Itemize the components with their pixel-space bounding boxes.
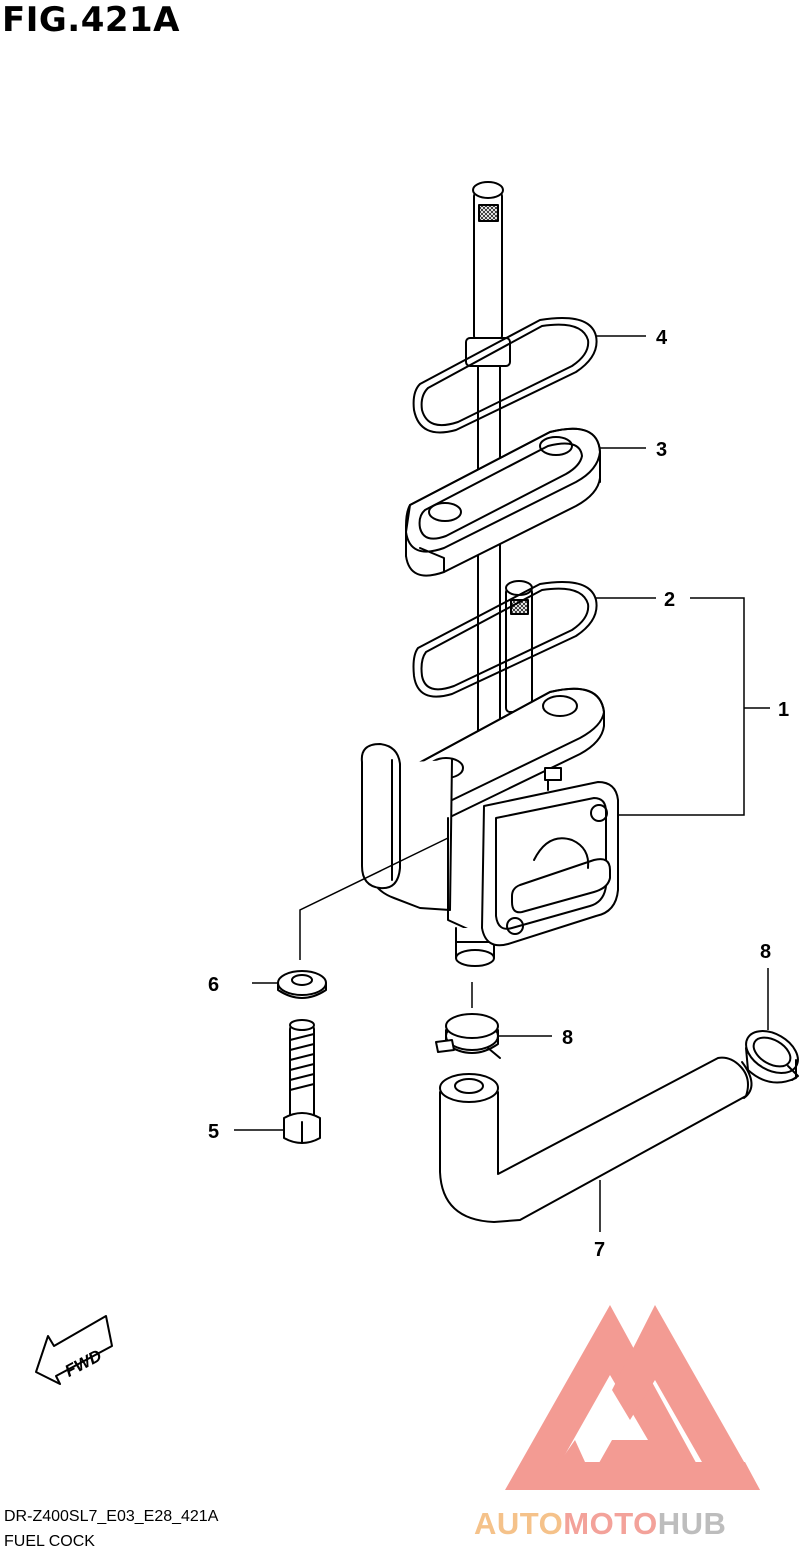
part-washer — [277, 970, 327, 999]
callout-2: 2 — [664, 589, 675, 611]
model-code: DR-Z400SL7_E03_E28_421A — [4, 1508, 219, 1525]
watermark-part-auto: AUTO — [474, 1506, 564, 1541]
watermark-text: AUTOMOTOHUB — [474, 1506, 726, 1542]
callout-4: 4 — [656, 327, 668, 349]
callout-8-middle: 8 — [562, 1027, 573, 1049]
part-bolt — [283, 1019, 321, 1144]
part-fuel-cock-body — [360, 687, 619, 967]
callout-8-right: 8 — [760, 941, 771, 963]
watermark-logo — [505, 1305, 760, 1490]
part-strainer-tube — [465, 181, 511, 753]
watermark-part-moto: MOTO — [563, 1506, 658, 1541]
part-o-ring-lower — [412, 581, 598, 698]
callout-3: 3 — [656, 439, 667, 461]
callout-5: 5 — [208, 1121, 219, 1143]
leader-lines — [234, 335, 770, 1232]
callout-6: 6 — [208, 974, 219, 996]
callout-1: 1 — [778, 699, 789, 721]
figure-title: FIG.421A — [2, 0, 180, 40]
watermark-part-hub: HUB — [657, 1506, 727, 1541]
part-gasket — [405, 427, 601, 577]
section-name: FUEL COCK — [4, 1533, 95, 1550]
part-fuel-hose — [439, 1056, 753, 1223]
callout-7: 7 — [594, 1239, 605, 1261]
part-clamp-middle — [435, 1013, 501, 1059]
fwd-arrow-icon — [35, 1315, 113, 1385]
part-o-ring-upper — [412, 317, 598, 434]
